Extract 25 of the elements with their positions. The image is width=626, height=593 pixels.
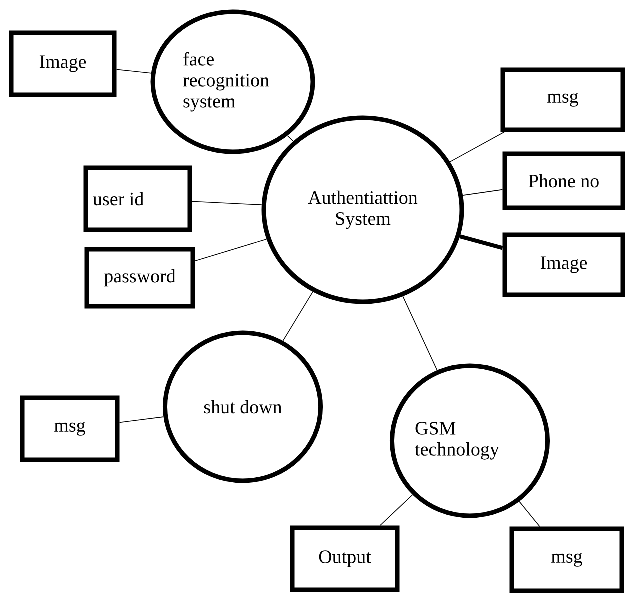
connector-line bbox=[287, 136, 294, 142]
text-box: Phone no bbox=[502, 152, 626, 210]
circle-node: GSM technology bbox=[390, 364, 550, 518]
text-box: Image bbox=[502, 232, 626, 298]
text-box: user id bbox=[84, 166, 192, 232]
connector-line bbox=[282, 292, 314, 342]
connector-line bbox=[116, 69, 152, 74]
connector-line bbox=[519, 501, 540, 528]
circle-node: shut down bbox=[162, 330, 324, 484]
text-box: msg bbox=[20, 396, 120, 462]
text-box: msg bbox=[500, 68, 626, 132]
text-box: Image bbox=[9, 30, 117, 98]
connector-line bbox=[462, 189, 504, 196]
connector-line bbox=[380, 494, 414, 526]
circle-node: face recognition system bbox=[150, 10, 316, 154]
text-box: Output bbox=[290, 526, 400, 592]
circle-node: Authentiattion System bbox=[262, 116, 464, 304]
connector-line bbox=[460, 234, 504, 250]
connector-line bbox=[194, 238, 268, 262]
text-box: msg bbox=[510, 526, 624, 593]
text-box: password bbox=[84, 247, 196, 309]
connector-line bbox=[450, 132, 505, 162]
connector-line bbox=[192, 201, 262, 206]
connector-line bbox=[119, 416, 164, 424]
connector-line bbox=[402, 296, 438, 371]
